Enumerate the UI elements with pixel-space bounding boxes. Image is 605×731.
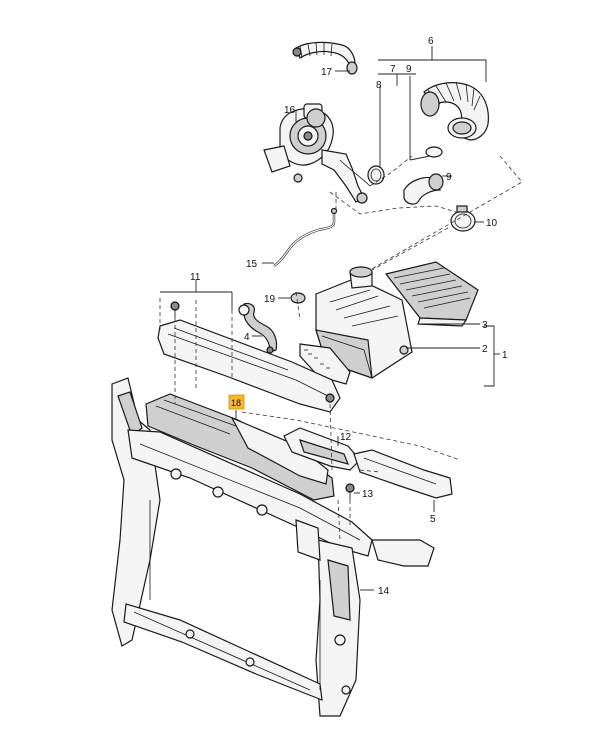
intake-hose-6 [420, 81, 489, 141]
callout-13: 13 [362, 489, 374, 500]
callout-14: 14 [378, 586, 390, 597]
callout-10: 10 [486, 218, 498, 229]
screw-mid [325, 393, 335, 403]
air-guide-12 [283, 427, 361, 471]
callout-11: 11 [190, 272, 201, 283]
highlight-box-18 [228, 394, 245, 410]
vacuum-hose-15 [273, 207, 338, 267]
callout-19: 19 [264, 294, 276, 305]
air-filter-housing-1 [315, 266, 413, 379]
callout-7: 7 [390, 64, 396, 75]
callout-8: 8 [376, 80, 382, 91]
intake-duct [299, 343, 351, 385]
callout-12: 12 [340, 432, 352, 443]
callout-6: 6 [428, 36, 434, 47]
callout-18: 18 [231, 398, 241, 408]
hose-4 [238, 302, 278, 354]
callout-labels: 17 16 6 7 9 8 9 10 15 11 19 4 3 2 1 18 1… [190, 36, 508, 597]
callout-17: 17 [321, 67, 333, 78]
hose-clamp-10 [450, 205, 476, 232]
callout-5: 5 [430, 514, 436, 525]
callout-9-top: 9 [406, 64, 412, 75]
callout-2: 2 [482, 344, 488, 355]
screw-13 [345, 483, 355, 500]
callout-9-bottom: 9 [446, 172, 452, 183]
callout-3: 3 [482, 320, 488, 331]
o-ring-8 [367, 165, 385, 185]
turbocharger-16 [263, 103, 371, 204]
grommet-19 [290, 292, 306, 304]
leader-lines [160, 46, 500, 591]
callout-4: 4 [244, 332, 250, 343]
screw-top-left [170, 301, 180, 318]
duct-5 [353, 449, 453, 499]
assembly-dashed-lines [159, 155, 523, 541]
callout-15: 15 [246, 259, 258, 270]
callout-16: 16 [284, 105, 296, 116]
callout-1: 1 [502, 350, 508, 361]
seal-9 [425, 146, 443, 158]
lock-carrier-14 [111, 377, 435, 717]
connector-pipe-9 [403, 173, 444, 205]
